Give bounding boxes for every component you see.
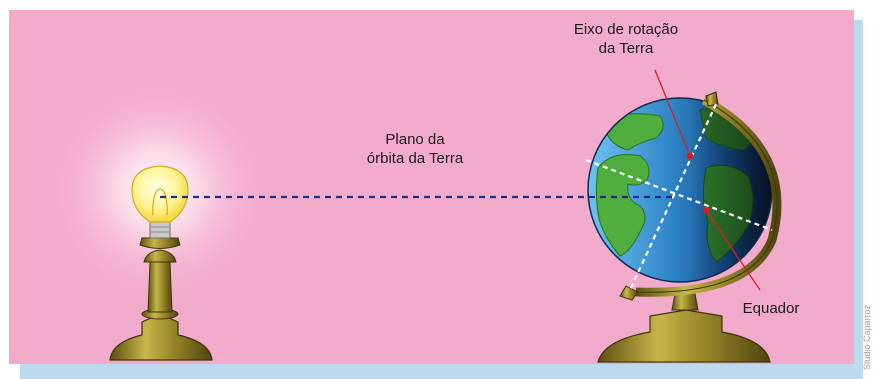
lamp-icon bbox=[109, 165, 213, 361]
axis-pointer bbox=[654, 69, 694, 160]
globe-stand bbox=[597, 287, 771, 363]
equator-pointer bbox=[702, 206, 761, 291]
orbit-label-line2: órbita da Terra bbox=[366, 150, 464, 167]
axis-label-line2: da Terra bbox=[598, 40, 654, 57]
axis-label-line1: Eixo de rotação bbox=[573, 21, 679, 38]
axis-label: Eixo de rotação da Terra bbox=[546, 20, 706, 58]
orbit-plane-label: Plano da órbita da Terra bbox=[345, 130, 485, 168]
equator-label-text: Equador bbox=[742, 300, 800, 317]
image-credit: Studio Caparroz bbox=[862, 304, 872, 370]
globe-icon bbox=[585, 91, 782, 301]
equator-label: Equador bbox=[726, 299, 816, 318]
orbit-label-line1: Plano da bbox=[385, 131, 445, 148]
